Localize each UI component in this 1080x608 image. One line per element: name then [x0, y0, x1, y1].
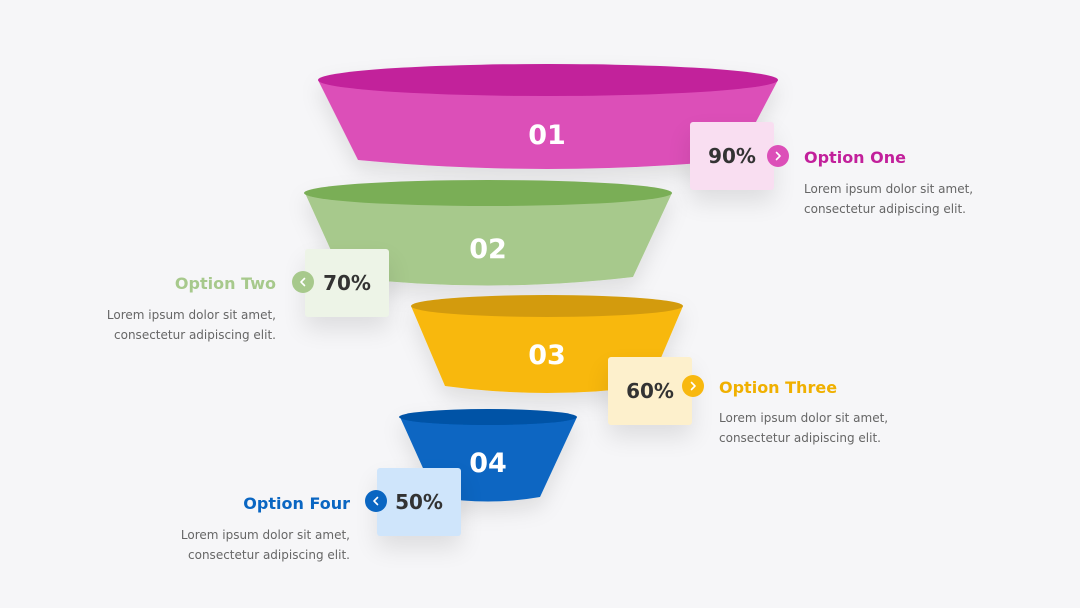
option-desc-3-line2: consectetur adipiscing elit. — [719, 431, 881, 445]
option-desc-1-line2: consectetur adipiscing elit. — [804, 202, 966, 216]
option-desc-4-line1: Lorem ipsum dolor sit amet, — [180, 528, 350, 542]
segment-3-number: 03 — [528, 340, 566, 371]
option-desc-1: Lorem ipsum dolor sit amet, consectetur … — [804, 179, 1024, 219]
option-desc-4: Lorem ipsum dolor sit amet, consectetur … — [130, 525, 350, 565]
percent-value-2: 70% — [323, 271, 371, 295]
chevron-left-icon — [292, 271, 314, 293]
segment-1-number: 01 — [528, 120, 566, 151]
percent-value-3: 60% — [626, 379, 674, 403]
chevron-left-icon — [365, 490, 387, 512]
segment-4-number: 04 — [469, 448, 507, 479]
option-desc-2-line2: consectetur adipiscing elit. — [114, 328, 276, 342]
option-desc-4-line2: consectetur adipiscing elit. — [188, 548, 350, 562]
option-title-3: Option Three — [719, 378, 838, 397]
option-desc-3: Lorem ipsum dolor sit amet, consectetur … — [719, 408, 939, 448]
percent-box-2: 70% — [305, 249, 389, 317]
percent-box-1: 90% — [690, 122, 774, 190]
percent-box-4: 50% — [377, 468, 461, 536]
chevron-right-icon — [682, 375, 704, 397]
chevron-right-icon — [767, 145, 789, 167]
option-desc-2: Lorem ipsum dolor sit amet, consectetur … — [56, 305, 276, 345]
option-title-2: Option Two — [174, 274, 276, 293]
option-desc-3-line1: Lorem ipsum dolor sit amet, — [719, 411, 889, 425]
funnel-segment-1: 01 — [318, 64, 778, 169]
option-desc-2-line1: Lorem ipsum dolor sit amet, — [106, 308, 276, 322]
percent-value-4: 50% — [395, 490, 443, 514]
percent-box-3: 60% — [608, 357, 692, 425]
percent-value-1: 90% — [708, 144, 756, 168]
funnel-segment-2: 02 — [304, 180, 672, 286]
segment-2-number: 02 — [469, 234, 507, 265]
option-title-1: Option One — [804, 148, 906, 167]
option-desc-1-line1: Lorem ipsum dolor sit amet, — [804, 182, 974, 196]
option-title-4: Option Four — [243, 494, 350, 513]
